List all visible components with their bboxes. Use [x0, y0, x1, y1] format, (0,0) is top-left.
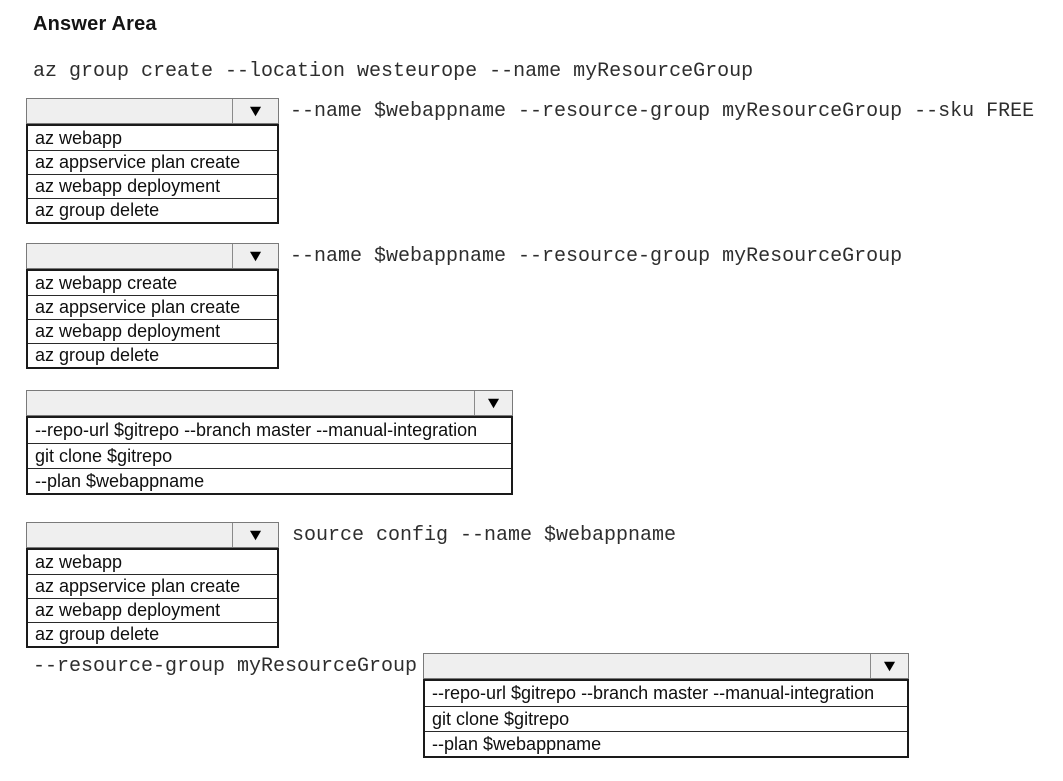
option-item[interactable]: az appservice plan create [28, 295, 277, 319]
command-after-dropdown-4: source config --name $webappname [292, 523, 677, 547]
option-item[interactable]: git clone $gitrepo [425, 706, 907, 731]
option-item[interactable]: git clone $gitrepo [28, 443, 511, 468]
dropdown-3-select[interactable]: ▼ [26, 390, 513, 416]
dropdown-3-arrow-button[interactable]: ▼ [474, 391, 512, 415]
dropdown-4-options-list: az webapp az appservice plan create az w… [26, 548, 279, 648]
dropdown-arrow-icon: ▼ [246, 102, 265, 120]
dropdown-arrow-icon: ▼ [246, 526, 265, 544]
dropdown-4-value [27, 523, 232, 547]
option-item[interactable]: az group delete [28, 343, 277, 367]
command-intro: az group create --location westeurope --… [33, 60, 754, 83]
option-item[interactable]: az webapp deployment [28, 598, 277, 622]
dropdown-arrow-icon: ▼ [246, 247, 265, 265]
option-item[interactable]: --plan $webappname [425, 731, 907, 756]
option-item[interactable]: az webapp [28, 550, 277, 574]
dropdown-arrow-icon: ▼ [484, 394, 503, 412]
option-item[interactable]: --plan $webappname [28, 468, 511, 493]
dropdown-5-arrow-button[interactable]: ▼ [870, 654, 908, 678]
dropdown-5-options-list: --repo-url $gitrepo --branch master --ma… [423, 679, 909, 758]
option-item[interactable]: --repo-url $gitrepo --branch master --ma… [425, 681, 907, 706]
dropdown-5-select[interactable]: ▼ [423, 653, 909, 679]
option-item[interactable]: az webapp deployment [28, 319, 277, 343]
option-item[interactable]: az webapp deployment [28, 174, 277, 198]
dropdown-3-options-list: --repo-url $gitrepo --branch master --ma… [26, 416, 513, 495]
dropdown-4-arrow-button[interactable]: ▼ [232, 523, 278, 547]
dropdown-2-arrow-button[interactable]: ▼ [232, 244, 278, 268]
page-title: Answer Area [33, 13, 157, 35]
option-item[interactable]: az appservice plan create [28, 574, 277, 598]
dropdown-5-value [424, 654, 870, 678]
dropdown-2-select[interactable]: ▼ [26, 243, 279, 269]
option-item[interactable]: az group delete [28, 622, 277, 646]
option-item[interactable]: az webapp create [28, 271, 277, 295]
dropdown-2-options-list: az webapp create az appservice plan crea… [26, 269, 279, 369]
option-item[interactable]: az webapp [28, 126, 277, 150]
dropdown-1-options-list: az webapp az appservice plan create az w… [26, 124, 279, 224]
option-item[interactable]: az group delete [28, 198, 277, 222]
dropdown-1-arrow-button[interactable]: ▼ [232, 99, 278, 123]
dropdown-4-select[interactable]: ▼ [26, 522, 279, 548]
dropdown-2-value [27, 244, 232, 268]
option-item[interactable]: --repo-url $gitrepo --branch master --ma… [28, 418, 511, 443]
command-after-dropdown-2: --name $webappname --resource-group myRe… [290, 244, 903, 268]
dropdown-arrow-icon: ▼ [880, 657, 899, 675]
dropdown-1-value [27, 99, 232, 123]
command-after-dropdown-1: --name $webappname --resource-group myRe… [290, 99, 1035, 123]
command-before-dropdown-5: --resource-group myResourceGroup [33, 654, 418, 678]
option-item[interactable]: az appservice plan create [28, 150, 277, 174]
dropdown-3-value [27, 391, 474, 415]
dropdown-1-select[interactable]: ▼ [26, 98, 279, 124]
